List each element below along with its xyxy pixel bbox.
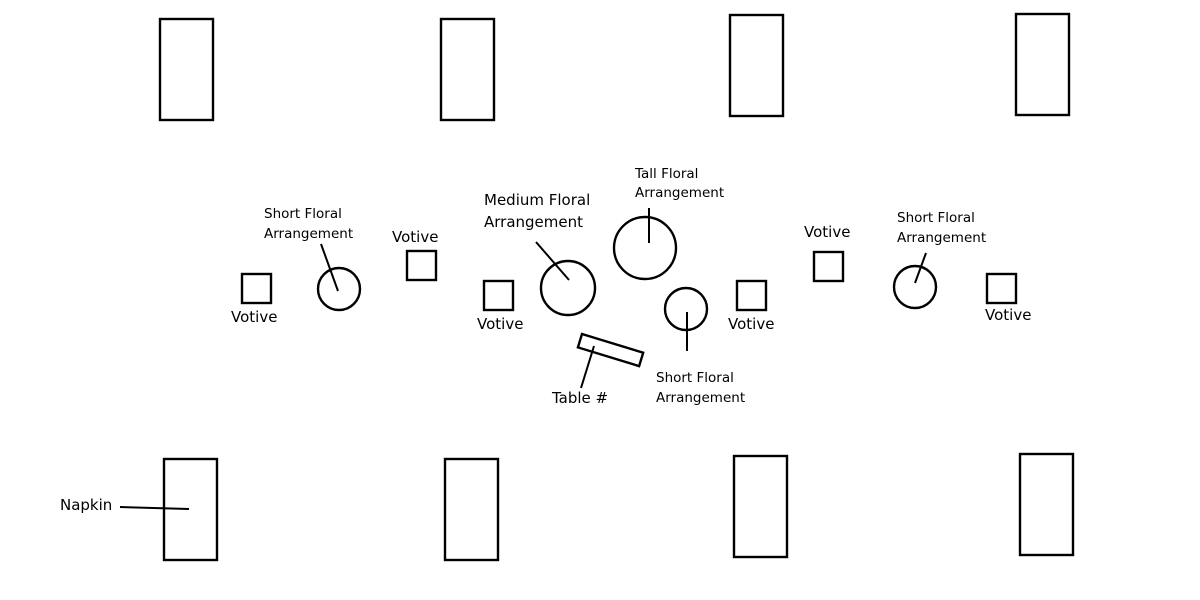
- votive-label-3: Votive: [477, 315, 523, 333]
- votive-label-6: Votive: [985, 306, 1031, 324]
- medium-floral-label-line1: Medium Floral: [484, 191, 590, 209]
- votive-2: [405, 249, 438, 282]
- short-floral-left-label-line1: Short Floral: [264, 206, 342, 222]
- napkin-top-1: [158, 17, 215, 122]
- napkin-bottom-4: [1018, 452, 1075, 557]
- napkin-label: Napkin: [60, 496, 112, 514]
- napkin-top-3: [728, 13, 785, 118]
- medium-floral-leader-line: [535, 241, 570, 281]
- napkin-bottom-1: [162, 457, 219, 562]
- short-floral-center-label-line2: Arrangement: [656, 390, 745, 406]
- votive-label-4: Votive: [728, 315, 774, 333]
- napkin-leader-line: [119, 506, 190, 510]
- short-floral-left-leader-line: [320, 243, 339, 292]
- napkin-top-4: [1014, 12, 1071, 117]
- votive-label-1: Votive: [231, 308, 277, 326]
- votive-1: [240, 272, 273, 305]
- votive-label-5: Votive: [804, 223, 850, 241]
- tall-floral-label-line2: Arrangement: [635, 185, 724, 201]
- short-floral-arrangement-right: [892, 264, 938, 310]
- napkin-top-2: [439, 17, 496, 122]
- short-floral-arrangement-left: [316, 266, 362, 312]
- votive-3: [482, 279, 515, 312]
- tall-floral-label-line1: Tall Floral: [634, 166, 698, 182]
- medium-floral-arrangement: [539, 259, 597, 317]
- votive-5: [812, 250, 845, 283]
- votive-4: [735, 279, 768, 312]
- short-floral-right-leader-line: [914, 252, 927, 284]
- short-floral-right-label-line2: Arrangement: [897, 230, 986, 246]
- table-number-card: [576, 332, 645, 368]
- table-number-leader-line: [580, 345, 595, 389]
- table-number-label: Table #: [551, 389, 608, 407]
- short-floral-center-label-line1: Short Floral: [656, 370, 734, 386]
- votive-label-2: Votive: [392, 228, 438, 246]
- tall-floral-arrangement: [612, 215, 678, 281]
- napkin-bottom-3: [732, 454, 789, 559]
- votive-6: [985, 272, 1018, 305]
- medium-floral-label-line2: Arrangement: [484, 213, 583, 231]
- napkin-bottom-2: [443, 457, 500, 562]
- short-floral-left-label-line2: Arrangement: [264, 226, 353, 242]
- short-floral-right-label-line1: Short Floral: [897, 210, 975, 226]
